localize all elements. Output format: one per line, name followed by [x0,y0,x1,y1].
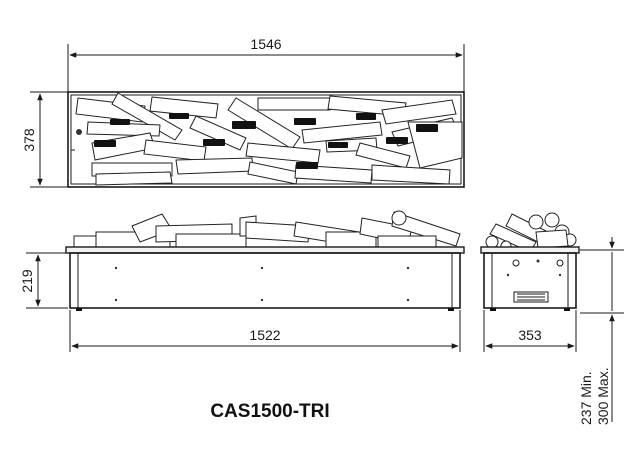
dimension-side-depth: 353 [483,310,577,352]
side-view: 353 237 Min. 300 Max. [480,212,624,425]
front-width-label: 1522 [249,327,280,343]
top-width-label: 1546 [250,36,281,52]
dimension-install-height: 237 Min. 300 Max. [578,237,624,425]
front-view-logs [73,210,461,249]
front-view-body [69,252,461,309]
front-view: 219 1522 [19,210,465,352]
side-view-vent [513,291,549,303]
side-depth-label: 353 [518,327,542,343]
dimension-front-height: 219 [19,252,68,309]
top-view-frame [67,91,465,188]
side-view-logs [485,212,577,253]
model-title: CAS1500-TRI [210,401,329,422]
dimension-front-width: 1522 [69,310,461,352]
dimension-top-height: 378 [21,91,68,188]
install-min-label: 237 Min. [578,371,594,425]
top-view-sensor [76,129,82,135]
front-height-label: 219 [19,269,35,293]
top-view-logs [75,92,463,186]
install-max-label: 300 Max. [595,367,611,425]
top-view: 1546 378 [21,36,465,188]
side-view-body [483,252,577,309]
top-height-label: 378 [21,128,37,152]
dimension-top-width: 1546 [67,36,465,92]
